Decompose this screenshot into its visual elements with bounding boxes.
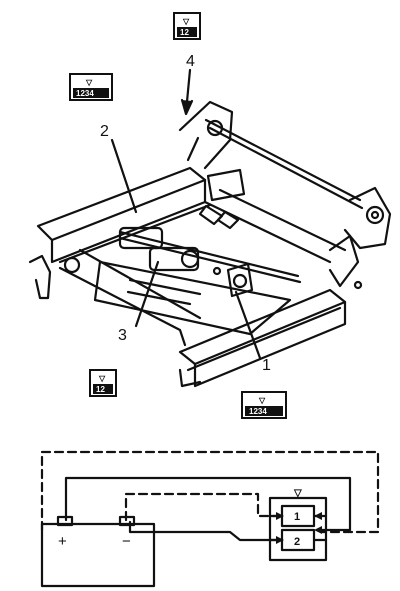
solid-wire-outer	[64, 476, 352, 532]
battery-terminal-plus	[56, 515, 74, 527]
connector-icon-top-glyph: ▽	[182, 17, 190, 26]
battery-terminal-minus	[118, 515, 136, 527]
battery-minus-label: −	[122, 533, 131, 550]
dashed-wire-outer	[40, 450, 380, 534]
connector-icon-middle-glyph: ▽	[98, 374, 106, 383]
battery	[40, 522, 156, 588]
switch-module-mark: ▽	[293, 488, 302, 499]
connector-icon-right: ▽ 1234	[241, 391, 287, 419]
switch-module-label-1: 1	[294, 511, 300, 523]
seat-track-frame	[28, 100, 392, 388]
switch-module	[268, 496, 328, 562]
connector-icon-left: ▽ 1234	[69, 73, 113, 101]
dashed-wire-inner	[124, 492, 284, 522]
solid-wire-inner	[128, 520, 284, 542]
callout-3: 3	[118, 327, 127, 344]
connector-icon-right-glyph: ▽	[258, 396, 266, 405]
battery-plus-label: +	[58, 533, 67, 550]
callout-1: 1	[262, 357, 271, 374]
switch-module-label-2: 2	[294, 536, 300, 548]
connector-icon-left-glyph: ▽	[85, 78, 93, 87]
connector-icon-top: ▽ 12	[173, 12, 201, 40]
callout-2: 2	[100, 123, 109, 140]
callout-4: 4	[186, 53, 195, 70]
wiring-diagram	[40, 450, 380, 588]
connector-icon-middle: ▽ 12	[89, 369, 117, 397]
wire-arrowheads	[276, 512, 322, 544]
connector-icon-top-pins: 12	[180, 28, 189, 37]
connector-icon-left-pins: 1234	[76, 89, 94, 98]
connector-icon-middle-pins: 12	[96, 385, 105, 394]
connector-icon-right-pins: 1234	[249, 407, 267, 416]
callout-leaders	[110, 68, 262, 360]
